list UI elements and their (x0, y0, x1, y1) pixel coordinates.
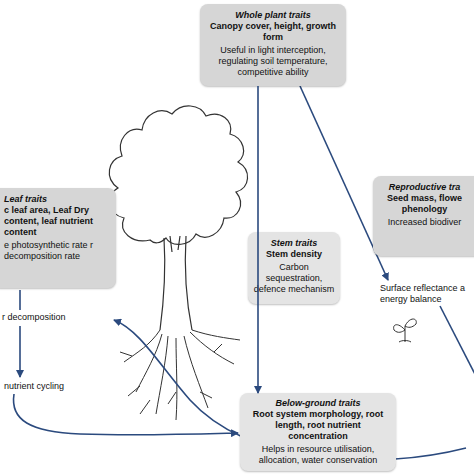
tree-crown (109, 106, 247, 244)
box-heading: Reproductive tra (378, 182, 471, 193)
box-text: Stem density (252, 249, 336, 260)
process-label: nutrient cycling (4, 381, 104, 392)
trait-box: Below-ground traitsRoot system morpholog… (240, 393, 396, 471)
process-label: Surface reflectance a energy balance (380, 283, 472, 305)
seedling-icon (394, 319, 417, 342)
box-text: Root system morphology, root length, roo… (245, 409, 391, 442)
box-text: Canopy cover, height, growth form (206, 21, 340, 43)
connector-line (19, 290, 21, 310)
trait-box: Stem traitsStem densityCarbon sequestrat… (248, 232, 340, 304)
tree-trunk (160, 236, 192, 330)
box-text: Helps in resource utilisation, allocatio… (245, 444, 391, 466)
box-text: Seed mass, flowe phenology (378, 193, 471, 215)
tree-roots (120, 330, 240, 420)
box-text: Useful in light interception, regulating… (206, 45, 340, 78)
box-heading: Leaf traits (4, 194, 110, 205)
connector-arrow (19, 326, 21, 377)
box-text: c leaf area, Leaf Dry content, leaf nutr… (4, 205, 110, 238)
box-text: Increased biodiver (378, 217, 471, 228)
connector-arrow (257, 86, 259, 393)
box-text: Carbon sequestration, defence mechanism (252, 262, 336, 295)
trait-box: Reproductive traSeed mass, flowe phenolo… (373, 176, 474, 256)
trait-box: Leaf traitsc leaf area, Leaf Dry content… (0, 188, 116, 288)
box-heading: Below-ground traits (245, 398, 391, 409)
box-text: e photosynthetic rate r decomposition ra… (4, 240, 110, 262)
connector-line (440, 306, 474, 384)
connector-arrow (114, 320, 466, 460)
box-heading: Stem traits (252, 238, 336, 249)
process-label: r decomposition (2, 312, 102, 323)
box-heading: Whole plant traits (206, 10, 340, 21)
trait-box: Whole plant traitsCanopy cover, height, … (200, 4, 346, 86)
